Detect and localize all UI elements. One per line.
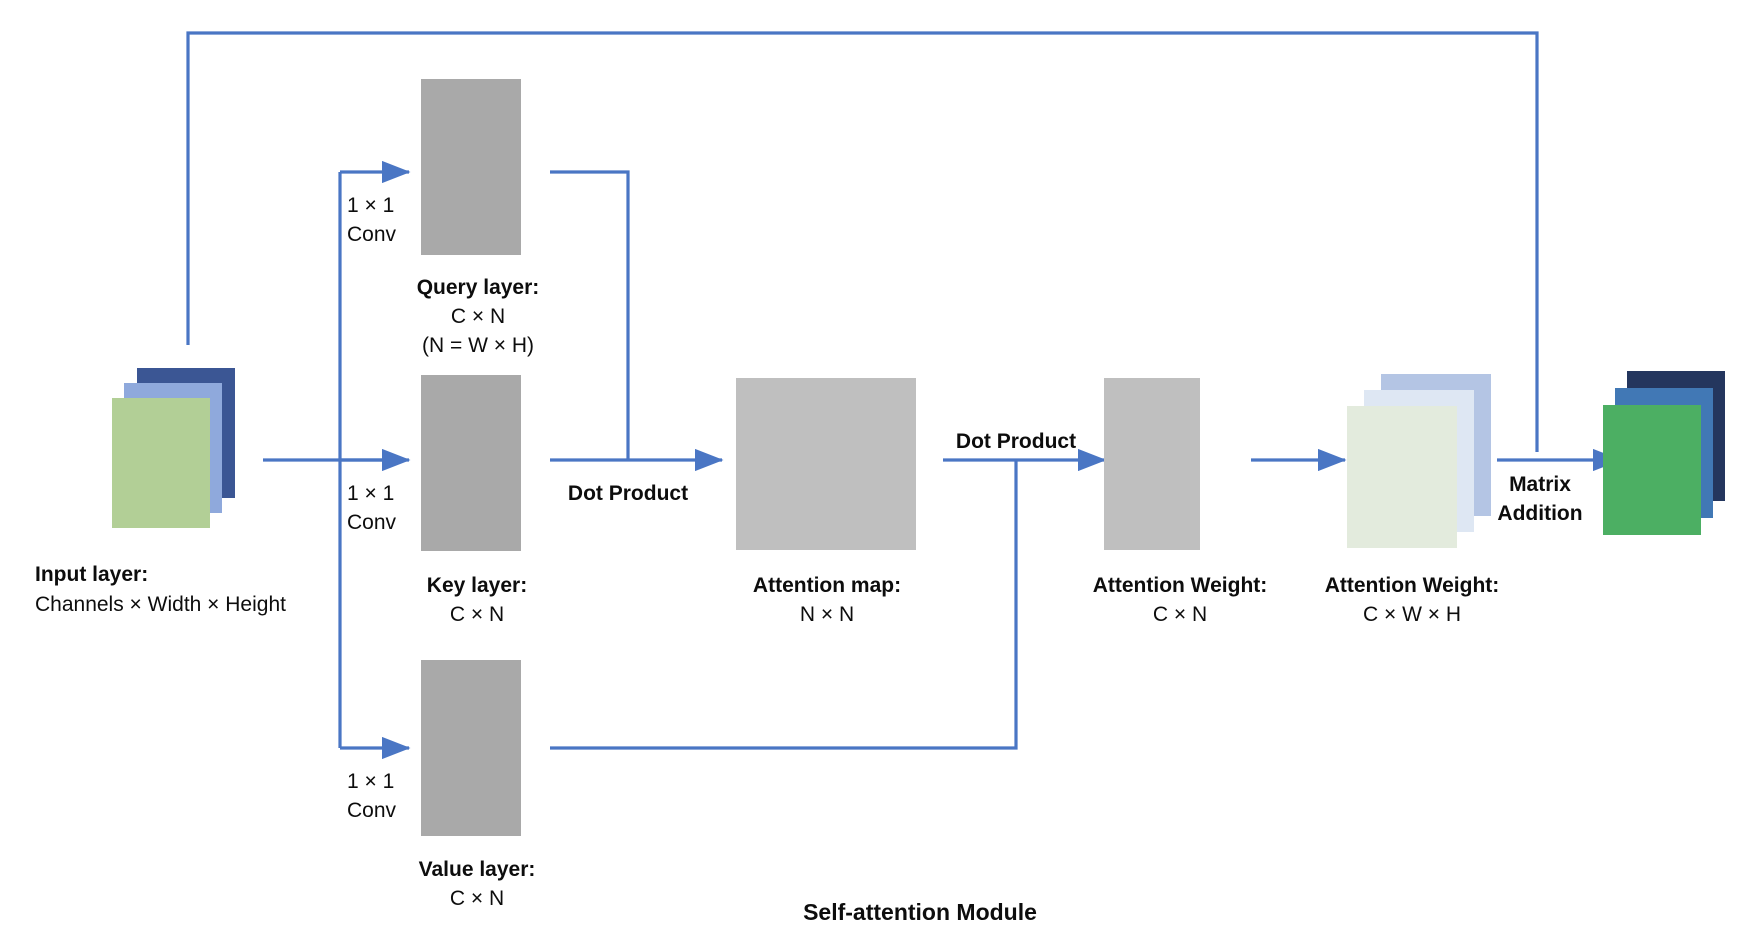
key-layer-shape: C × N [450, 603, 504, 626]
conv-value-line1: 1 × 1 [347, 770, 394, 793]
attention-weight-stack [1347, 374, 1491, 548]
attention-weight-cn-title: Attention Weight: [1093, 574, 1268, 597]
value-layer-shape: C × N [450, 887, 504, 910]
input-layer-front-plane [112, 398, 210, 528]
output-layer-front-plane [1603, 405, 1701, 535]
input-layer-stack [112, 368, 235, 528]
value-layer-block [421, 660, 521, 836]
conv-key-line1: 1 × 1 [347, 482, 394, 505]
value-output-path [550, 460, 1018, 750]
dot-product-1-label: Dot Product [568, 482, 688, 505]
attention-weight-cwh-title: Attention Weight: [1325, 574, 1500, 597]
diagram-title: Self-attention Module [803, 899, 1037, 925]
skip-connection-path [186, 31, 1539, 452]
attention-map-shape: N × N [800, 603, 854, 626]
attention-weight-cn-block [1104, 378, 1200, 550]
attention-map-block [736, 378, 916, 550]
matrix-addition-line2: Addition [1497, 502, 1582, 525]
dot-product-2-label: Dot Product [956, 430, 1076, 453]
conv-query-line2: Conv [347, 223, 397, 246]
query-layer-note: (N = W × H) [422, 334, 534, 357]
connector-layer [186, 31, 1622, 760]
attention-weight-cn-shape: C × N [1153, 603, 1207, 626]
key-layer-block [421, 375, 521, 551]
attention-weight-front-plane [1347, 406, 1457, 548]
query-layer-title: Query layer: [417, 276, 540, 299]
input-layer-title: Input layer: [35, 563, 148, 586]
conv-query-line1: 1 × 1 [347, 194, 394, 217]
conv-key-line2: Conv [347, 511, 397, 534]
attention-map-title: Attention map: [753, 574, 901, 597]
output-layer-stack [1603, 371, 1725, 535]
key-layer-title: Key layer: [427, 574, 527, 597]
input-layer-shape: Channels × Width × Height [35, 593, 286, 616]
attention-weight-cwh-shape: C × W × H [1363, 603, 1461, 626]
query-layer-shape: C × N [451, 305, 505, 328]
matrix-addition-line1: Matrix [1509, 473, 1571, 496]
value-layer-title: Value layer: [419, 858, 536, 881]
query-layer-block [421, 79, 521, 255]
conv-value-line2: Conv [347, 799, 397, 822]
query-output-path [550, 170, 630, 460]
